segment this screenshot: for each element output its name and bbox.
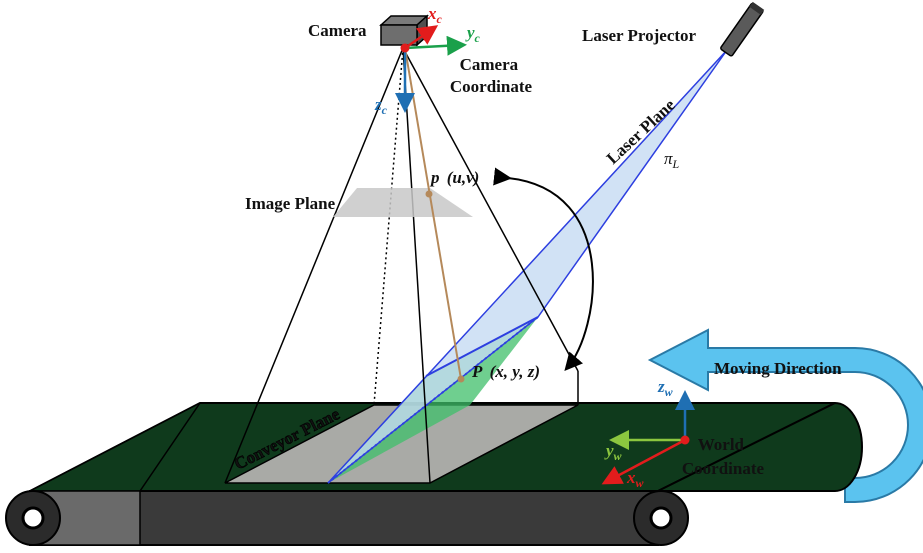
camera-y-axis-label: yc	[465, 23, 481, 45]
moving-direction-label: Moving Direction	[714, 359, 842, 378]
image-point-p	[425, 190, 433, 198]
right-roller	[633, 490, 689, 546]
image-point-label: p (u,v)	[429, 168, 479, 187]
world-axes	[601, 390, 695, 485]
world-y-axis-label: yw	[604, 441, 623, 463]
world-x-axis-label: xw	[626, 468, 645, 490]
image-plane-label: Image Plane	[245, 194, 336, 213]
world-point-label: P (x, y, z)	[471, 362, 540, 381]
world-z-axis-label: zw	[657, 377, 674, 399]
camera-label: Camera	[308, 21, 367, 40]
camera-icon	[379, 14, 429, 47]
camera-coordinate-label: Camera Coordinate	[450, 55, 533, 96]
correspondence-arrow	[493, 167, 594, 372]
world-coordinate-label: World Coordinate	[682, 435, 765, 478]
camera-z-axis-label: zc	[374, 95, 388, 117]
world-point-P	[457, 375, 465, 383]
image-plane	[333, 188, 473, 217]
laser-projector-label: Laser Projector	[582, 26, 697, 45]
left-roller	[5, 490, 61, 546]
camera-x-axis-label: xc	[427, 4, 443, 26]
camera-axes	[395, 25, 467, 113]
laser-plane-symbol: πL	[664, 149, 680, 171]
moving-direction-arrow	[647, 328, 923, 503]
laser-projector-icon	[720, 1, 765, 57]
